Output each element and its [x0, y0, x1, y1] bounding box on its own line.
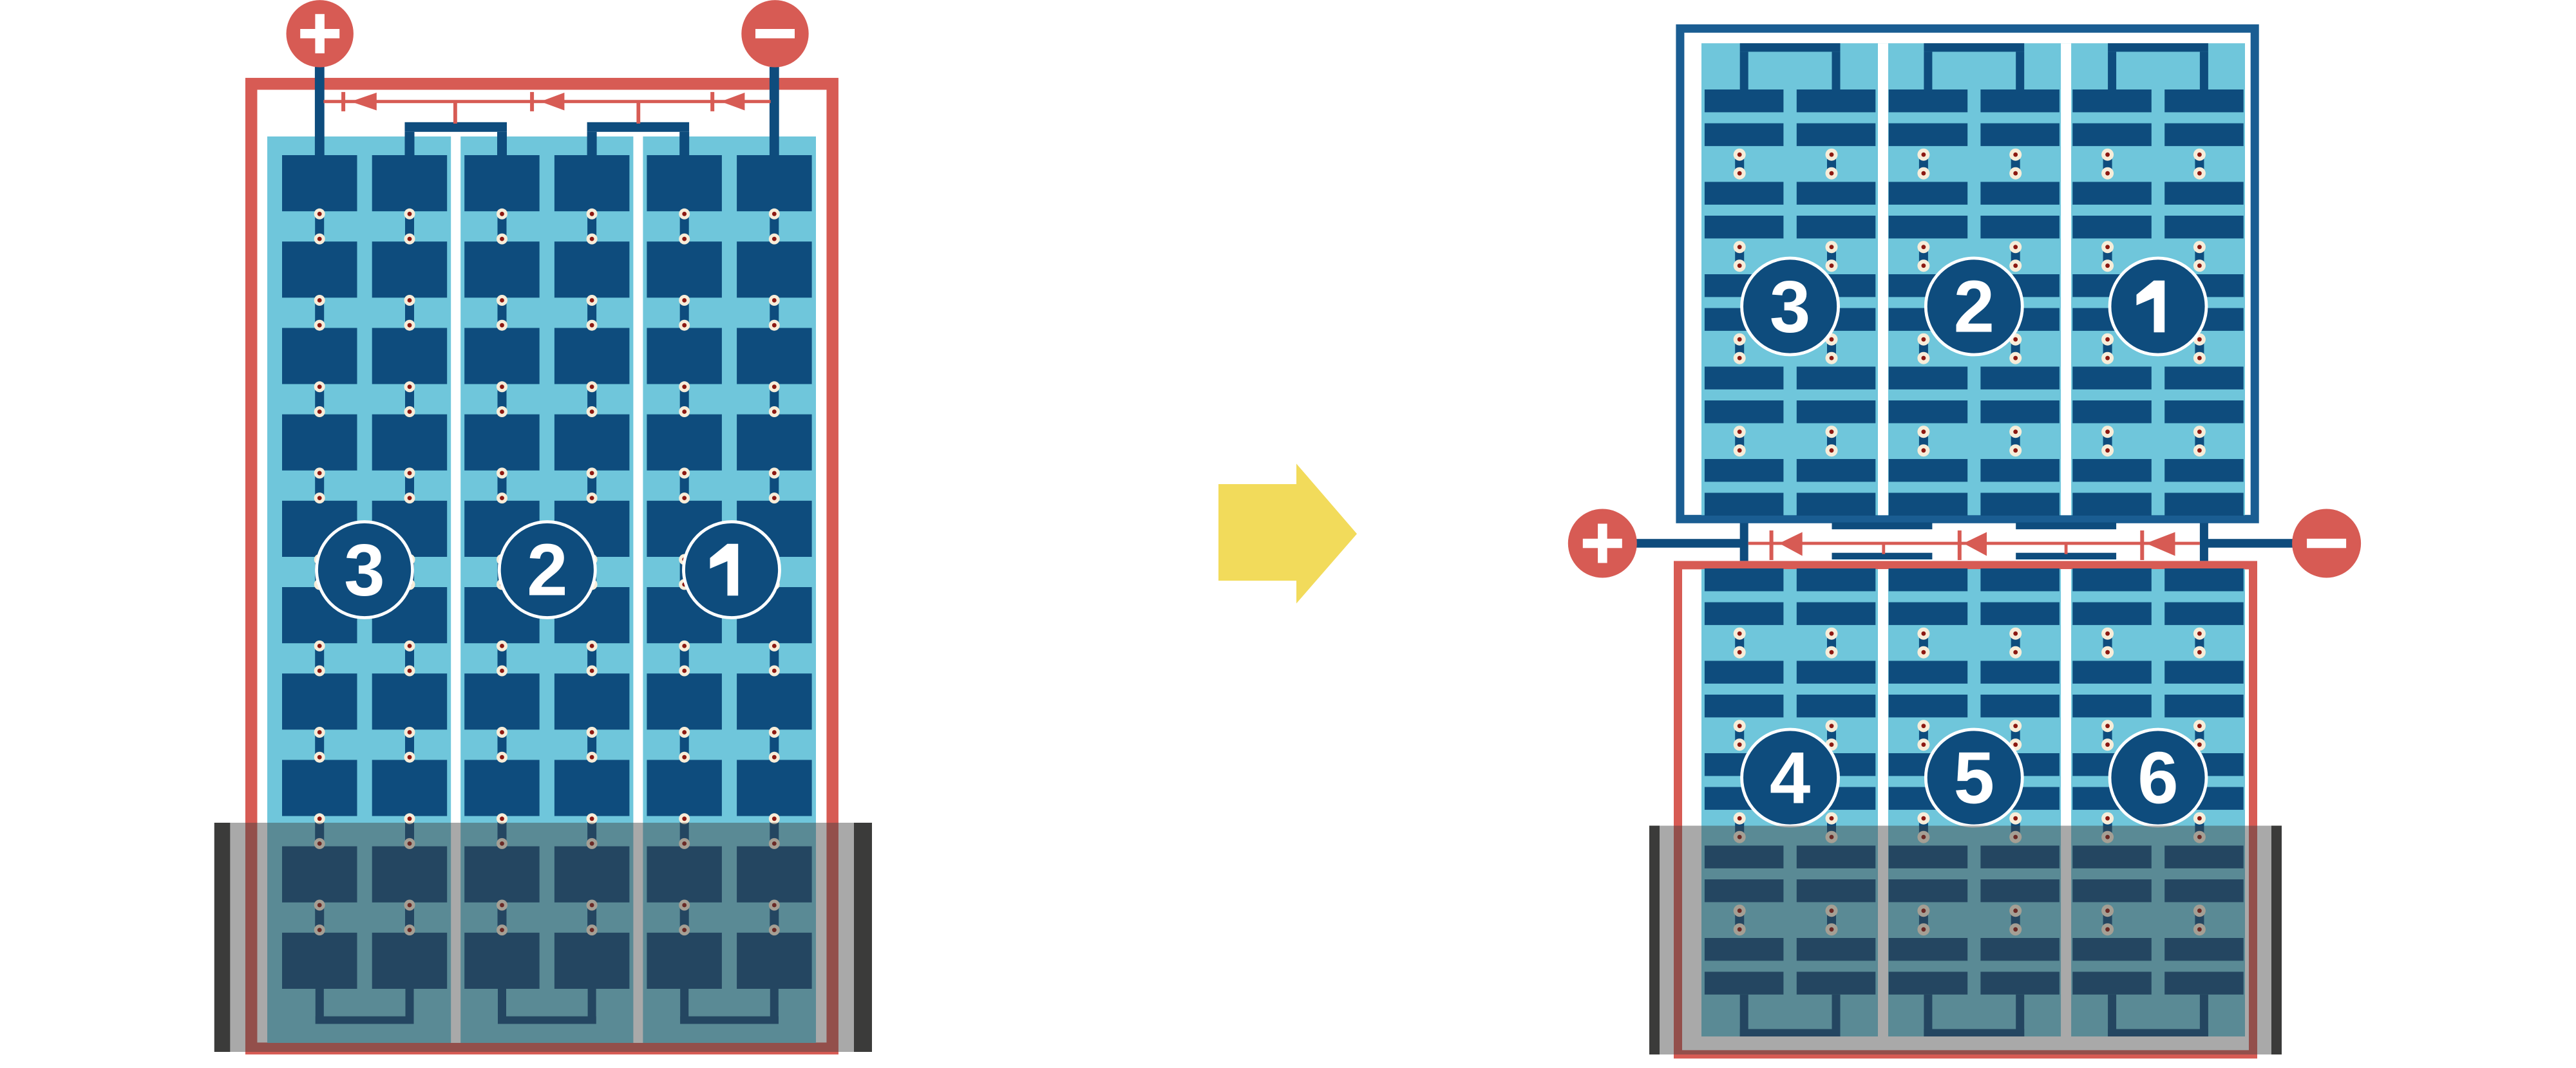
svg-text:5: 5: [1954, 738, 1994, 820]
svg-text:4: 4: [1770, 738, 1810, 820]
svg-text:2: 2: [527, 530, 567, 612]
svg-text:2: 2: [1954, 267, 1994, 348]
svg-text:3: 3: [1770, 267, 1810, 348]
svg-text:3: 3: [344, 530, 384, 612]
svg-text:6: 6: [2137, 738, 2178, 820]
